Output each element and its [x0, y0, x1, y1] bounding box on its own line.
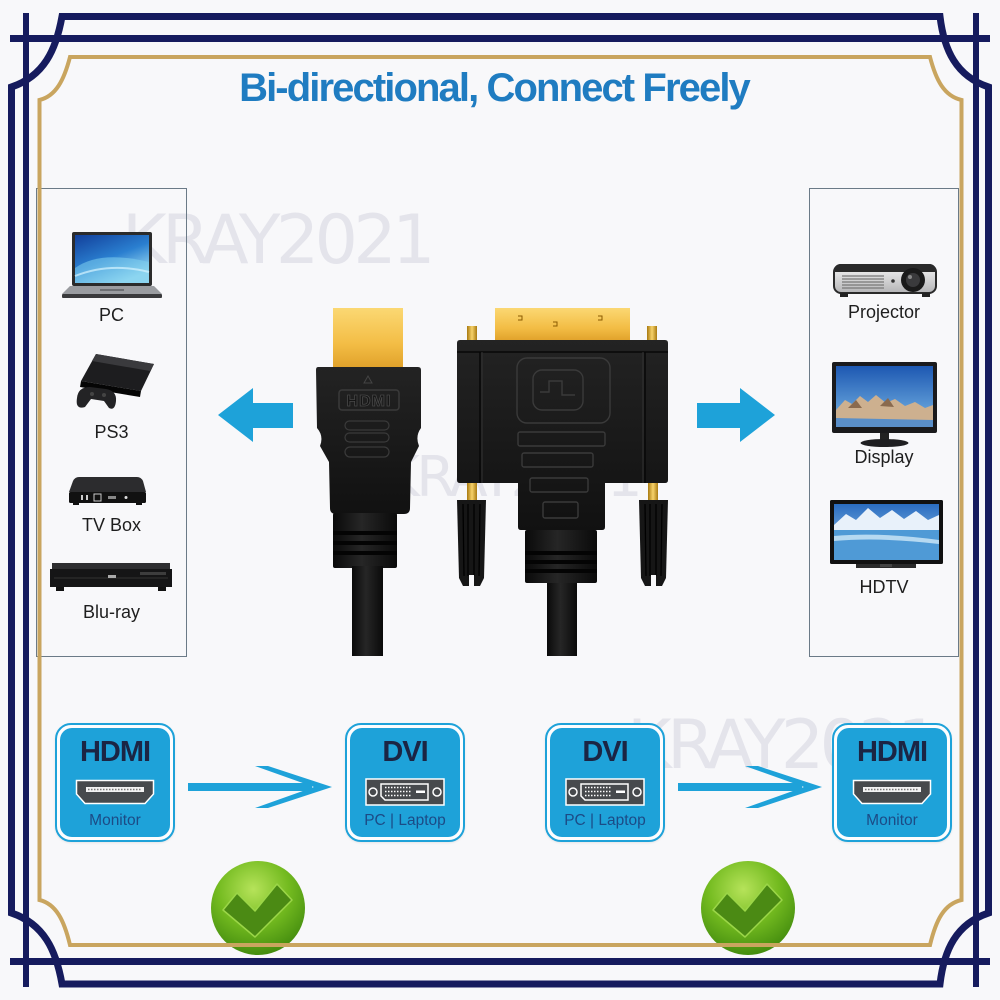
device-label-ps3: PS3: [94, 422, 129, 442]
conversion-target-box: HDMI Monitor: [832, 723, 952, 842]
dvi-cable: [547, 583, 577, 656]
hdmi-plug-body: [316, 367, 421, 514]
hdmi-connector: HDMI: [316, 308, 421, 656]
bluray-player-icon: [50, 563, 172, 591]
arrow-left-icon: [218, 388, 293, 442]
dvi-port-icon: [565, 778, 645, 806]
flow-arrow-icon: [188, 766, 332, 808]
tv-box-icon: [69, 477, 146, 505]
device-type-label: PC | Laptop: [364, 812, 446, 829]
checkmark-icon: [701, 861, 795, 955]
device-type-label: PC | Laptop: [564, 812, 646, 829]
conversion-target-box: DVI PC | Laptop: [345, 723, 465, 842]
hdmi-port-icon: [75, 779, 155, 805]
game-console-icon: [76, 354, 154, 409]
page-title: Bi-directional, Connect Freely: [239, 66, 751, 110]
device-label-display: Display: [854, 447, 914, 467]
device-label-projector: Projector: [847, 302, 921, 322]
connector-title: DVI: [382, 736, 428, 768]
connector-title: HDMI: [856, 736, 928, 768]
device-label-pc: PC: [98, 305, 124, 325]
checkmark-icon: [211, 861, 305, 955]
projector-icon: [833, 264, 937, 297]
connector-title: DVI: [582, 736, 628, 768]
device-type-label: Monitor: [89, 812, 141, 829]
conversion-source-box: DVI PC | Laptop: [545, 723, 665, 842]
connector-title: HDMI: [79, 736, 151, 768]
laptop-icon: [62, 232, 162, 298]
hdmi-gold-tip: [333, 308, 403, 368]
dvi-connector: [457, 308, 668, 656]
thumbscrew-left: [457, 500, 486, 587]
dvi-port-icon: [365, 778, 445, 806]
device-label-hdtv: HDTV: [859, 577, 909, 597]
hdmi-plug-logo: HDMI: [347, 393, 392, 410]
device-type-label: Monitor: [866, 812, 918, 829]
hdmi-port-icon: [852, 779, 932, 805]
arrow-right-icon: [697, 388, 775, 442]
flow-arrow-icon: [678, 766, 822, 808]
hdmi-cable: [352, 566, 383, 656]
thumbscrew-right: [639, 500, 668, 587]
monitor-icon: [832, 362, 937, 447]
device-label-bluray: Blu-ray: [82, 602, 140, 622]
conversion-source-box: HDMI Monitor: [55, 723, 175, 842]
device-label-tv-box: TV Box: [81, 515, 142, 535]
hdtv-icon: [830, 500, 943, 568]
dvi-gold-tip: [495, 308, 630, 341]
